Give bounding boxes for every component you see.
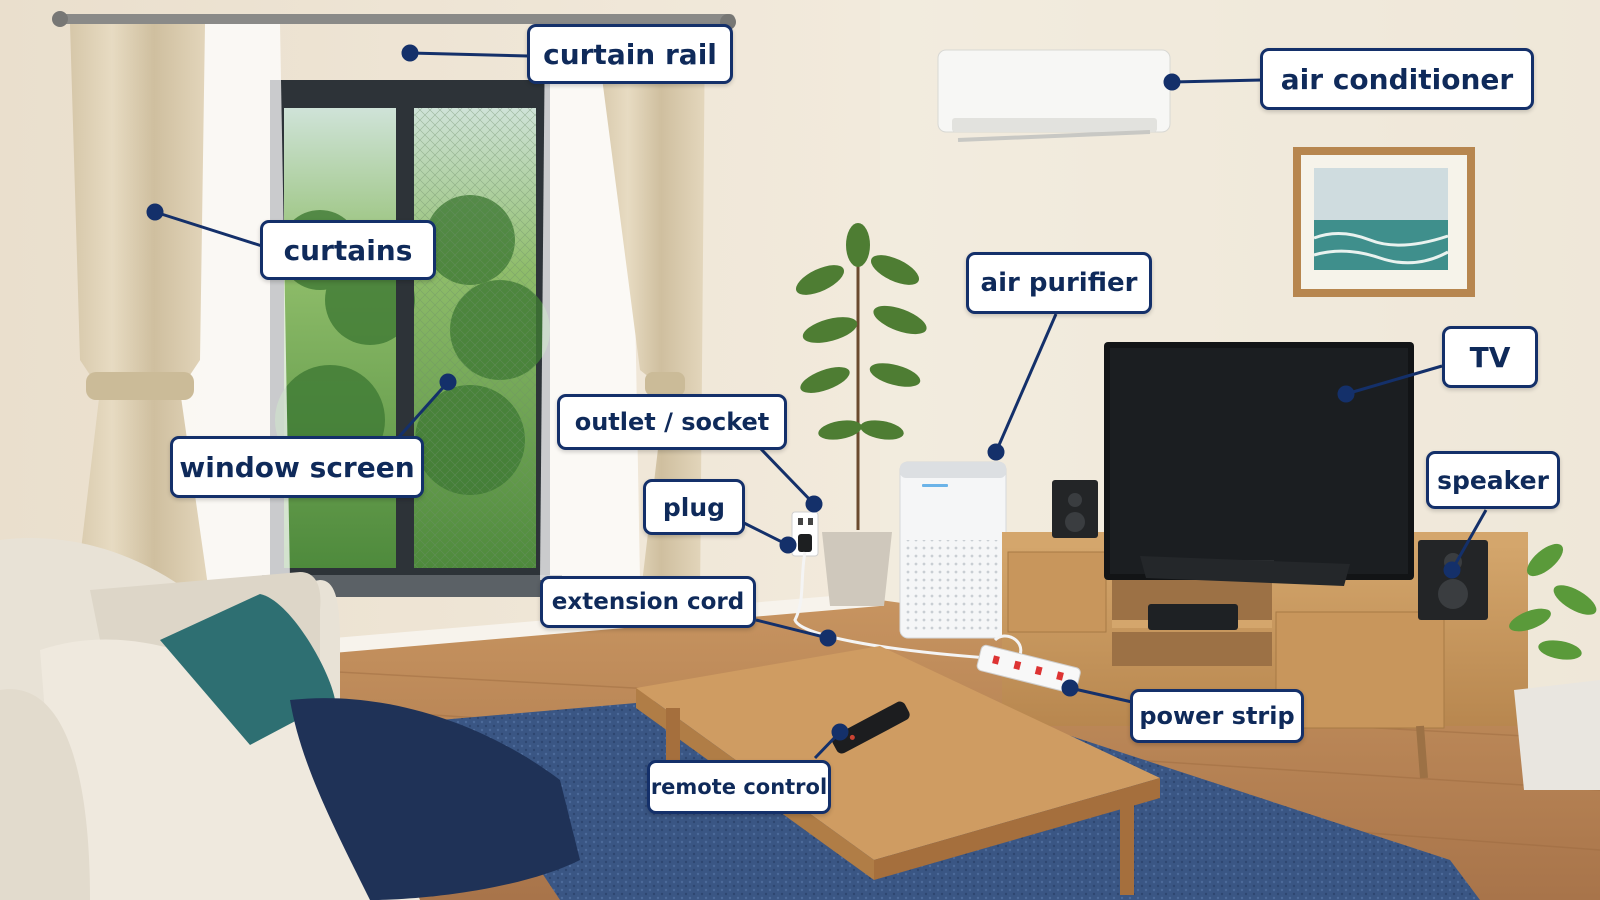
label-curtains: curtains xyxy=(260,220,436,280)
speaker-pointer xyxy=(1443,561,1461,579)
teal-cushion xyxy=(160,594,335,745)
window-screen-pointer xyxy=(439,373,457,391)
air-conditioner-unit xyxy=(937,49,1171,142)
navy-cushion xyxy=(290,698,580,900)
plug-pointer xyxy=(779,536,797,554)
label-extension-cord: extension cord xyxy=(540,576,756,628)
extension-cord-pointer xyxy=(819,629,837,647)
extension-cord-wire xyxy=(793,551,989,660)
leader-lines xyxy=(146,44,1488,760)
remote-control-pointer xyxy=(831,723,849,741)
speaker-right xyxy=(1418,540,1488,620)
label-power-strip: power strip xyxy=(1130,689,1304,743)
air-purifier-pointer xyxy=(987,443,1005,461)
potted-plant-right xyxy=(1509,543,1600,790)
label-window-screen: window screen xyxy=(170,436,424,498)
curtains-pointer xyxy=(146,203,164,221)
label-curtain-rail: curtain rail xyxy=(527,24,733,84)
curtain-rail-pointer xyxy=(401,44,419,62)
air-purifier-unit xyxy=(899,461,1007,639)
sofa xyxy=(0,538,580,900)
label-air-purifier: air purifier xyxy=(966,252,1152,314)
label-plug: plug xyxy=(643,479,745,535)
remote-unit xyxy=(832,701,910,754)
power-strip-unit xyxy=(976,644,1081,694)
tv-unit xyxy=(1104,342,1414,586)
outlet-pointer xyxy=(805,495,823,513)
power-strip-pointer xyxy=(1061,679,1079,697)
curtain-rail xyxy=(55,14,735,24)
label-air-conditioner: air conditioner xyxy=(1260,48,1534,110)
wall-picture xyxy=(1293,147,1475,297)
window xyxy=(262,80,562,597)
label-outlet-socket: outlet / socket xyxy=(557,394,787,450)
label-tv: TV xyxy=(1442,326,1538,388)
potted-plant xyxy=(795,223,927,606)
plug-head xyxy=(798,534,812,552)
tv-pointer xyxy=(1337,385,1355,403)
window-screen-mesh xyxy=(414,108,536,568)
speaker-left xyxy=(1052,480,1098,538)
right-curtain xyxy=(595,24,705,600)
left-curtain xyxy=(70,24,210,600)
label-speaker: speaker xyxy=(1426,451,1560,509)
air-conditioner-pointer xyxy=(1163,73,1181,91)
label-remote-control: remote control xyxy=(647,760,831,814)
